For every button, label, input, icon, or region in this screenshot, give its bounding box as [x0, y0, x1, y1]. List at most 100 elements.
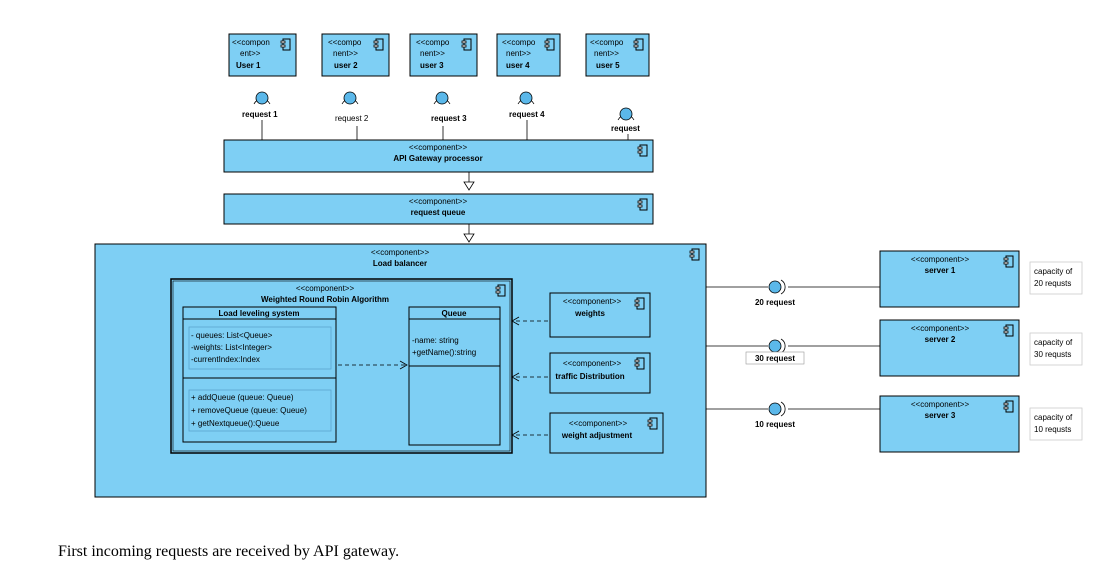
weights-component: <<component>> weights: [549, 292, 651, 338]
component-stereotype: <<component>>: [569, 419, 628, 428]
user-name: user 4: [506, 61, 530, 70]
user-component: <<compo nent>> user 4: [496, 33, 561, 77]
socket-arc: [780, 338, 786, 354]
class-operation: + removeQueue (queue: Queue): [191, 406, 307, 415]
class-attribute: - queues: List<Queue>: [191, 331, 273, 340]
class-operation: + getNextqueue():Queue: [191, 419, 280, 428]
server-component: <<component>> server 1: [879, 250, 1020, 308]
user-name: user 3: [420, 61, 444, 70]
user-stereotype: nent>>: [506, 49, 531, 58]
class-attribute: -currentIndex:Index: [191, 355, 260, 364]
socket-arc: [780, 279, 786, 295]
arrow-head-icon: [463, 233, 475, 243]
user-stereotype: <<compo: [502, 38, 536, 47]
component-stereotype: <<component>>: [563, 359, 622, 368]
capacity-text: 30 requsts: [1034, 350, 1071, 359]
server-interface-icon: [768, 402, 782, 416]
queue-class-title: Queue: [442, 309, 467, 318]
arrow-head-icon: [399, 360, 408, 370]
capacity-text: capacity of: [1034, 267, 1073, 276]
socket-arc: [780, 401, 786, 417]
user-stereotype: ent>>: [240, 49, 261, 58]
load-balancer-stereotype: <<component>>: [371, 248, 430, 257]
user-stereotype: <<compon: [232, 38, 270, 47]
server-interface-icon: [768, 339, 782, 353]
server-component: <<component>> server 2: [879, 319, 1020, 377]
request-label: request 1: [242, 110, 278, 119]
server-name: server 3: [925, 411, 956, 420]
request-label: request 2: [335, 114, 369, 123]
api-gateway-component: <<component>> API Gateway processor: [223, 139, 654, 173]
capacity-note: capacity of 10 requsts: [1029, 407, 1083, 441]
class-member: +getName():string: [412, 348, 476, 357]
note-box: [1029, 407, 1083, 441]
arrow-head-icon: [511, 430, 520, 440]
arrow-head-icon: [511, 372, 520, 382]
gateway-stereotype: <<component>>: [409, 143, 468, 152]
request-interface-icon: [519, 91, 533, 105]
traffic-distribution-component: <<component>> traffic Distribution: [549, 352, 651, 394]
class-attribute: -weights: List<Integer>: [191, 343, 272, 352]
request-interface-icon: [343, 91, 357, 105]
user-stereotype: <<compo: [328, 38, 362, 47]
weights-box: [549, 292, 651, 338]
request-interface-icon: [619, 107, 633, 121]
queue-stereotype: <<component>>: [409, 197, 468, 206]
gateway-box: [223, 139, 654, 173]
user-component: <<compo nent>> user 3: [409, 33, 478, 77]
capacity-note: capacity of 20 requsts: [1029, 261, 1083, 295]
server-stereotype: <<component>>: [911, 255, 970, 264]
user-name: user 5: [596, 61, 620, 70]
queue-box: [223, 193, 654, 225]
queue-class: Queue -name: string +getName():string: [408, 306, 501, 446]
capacity-note: capacity of 30 requsts: [1029, 332, 1083, 366]
server-stereotype: <<component>>: [911, 324, 970, 333]
user-component: <<compo nent>> user 2: [321, 33, 390, 77]
user-stereotype: nent>>: [333, 49, 358, 58]
load-balancer-name: Load balancer: [373, 259, 427, 268]
leveling-class: Load leveling system - queues: List<Queu…: [182, 306, 337, 443]
server-component: <<component>> server 3: [879, 395, 1020, 453]
arrow-head-icon: [511, 316, 520, 326]
capacity-text: 10 requsts: [1034, 425, 1071, 434]
load-balancer-component: <<component>> Load balancer <<component>…: [94, 243, 707, 498]
server-link-label: 10 request: [755, 420, 795, 429]
traffic-box: [549, 352, 651, 394]
leveling-class-title: Load leveling system: [219, 309, 300, 318]
capacity-text: capacity of: [1034, 338, 1073, 347]
server-link-label: 20 request: [755, 298, 795, 307]
algorithm-inner-border: [172, 280, 511, 452]
server-connectors: [706, 279, 880, 417]
weight-adjustment-box: [549, 412, 664, 454]
server-interface-icon: [768, 280, 782, 294]
user-box: [585, 33, 650, 77]
request-queue-component: <<component>> request queue: [223, 193, 654, 225]
capacity-text: 20 requsts: [1034, 279, 1071, 288]
user-stereotype: <<compo: [590, 38, 624, 47]
class-member: -name: string: [412, 336, 459, 345]
note-box: [1029, 332, 1083, 366]
attributes-section: [188, 326, 332, 370]
request-label: request 3: [431, 114, 467, 123]
traffic-name: traffic Distribution: [555, 372, 624, 381]
server-stereotype: <<component>>: [911, 400, 970, 409]
capacity-text: capacity of: [1034, 413, 1073, 422]
server-box: [879, 250, 1020, 308]
request-interface-icon: [255, 91, 269, 105]
request-label: request: [611, 124, 640, 133]
user-component: <<compo nent>> user 5: [585, 33, 650, 77]
weights-name: weights: [574, 309, 605, 318]
weight-adjustment-component: <<component>> weight adjustment: [549, 412, 664, 454]
algorithm-stereotype: <<component>>: [296, 284, 355, 293]
user-stereotype: nent>>: [594, 49, 619, 58]
user-stereotype: nent>>: [420, 49, 445, 58]
arrow-head-icon: [463, 181, 475, 191]
component-stereotype: <<component>>: [563, 297, 622, 306]
server-name: server 1: [925, 266, 956, 275]
link-label-box: [745, 351, 805, 365]
user-name: User 1: [236, 61, 261, 70]
server-name: server 2: [925, 335, 956, 344]
server-box: [879, 319, 1020, 377]
server-box: [879, 395, 1020, 453]
